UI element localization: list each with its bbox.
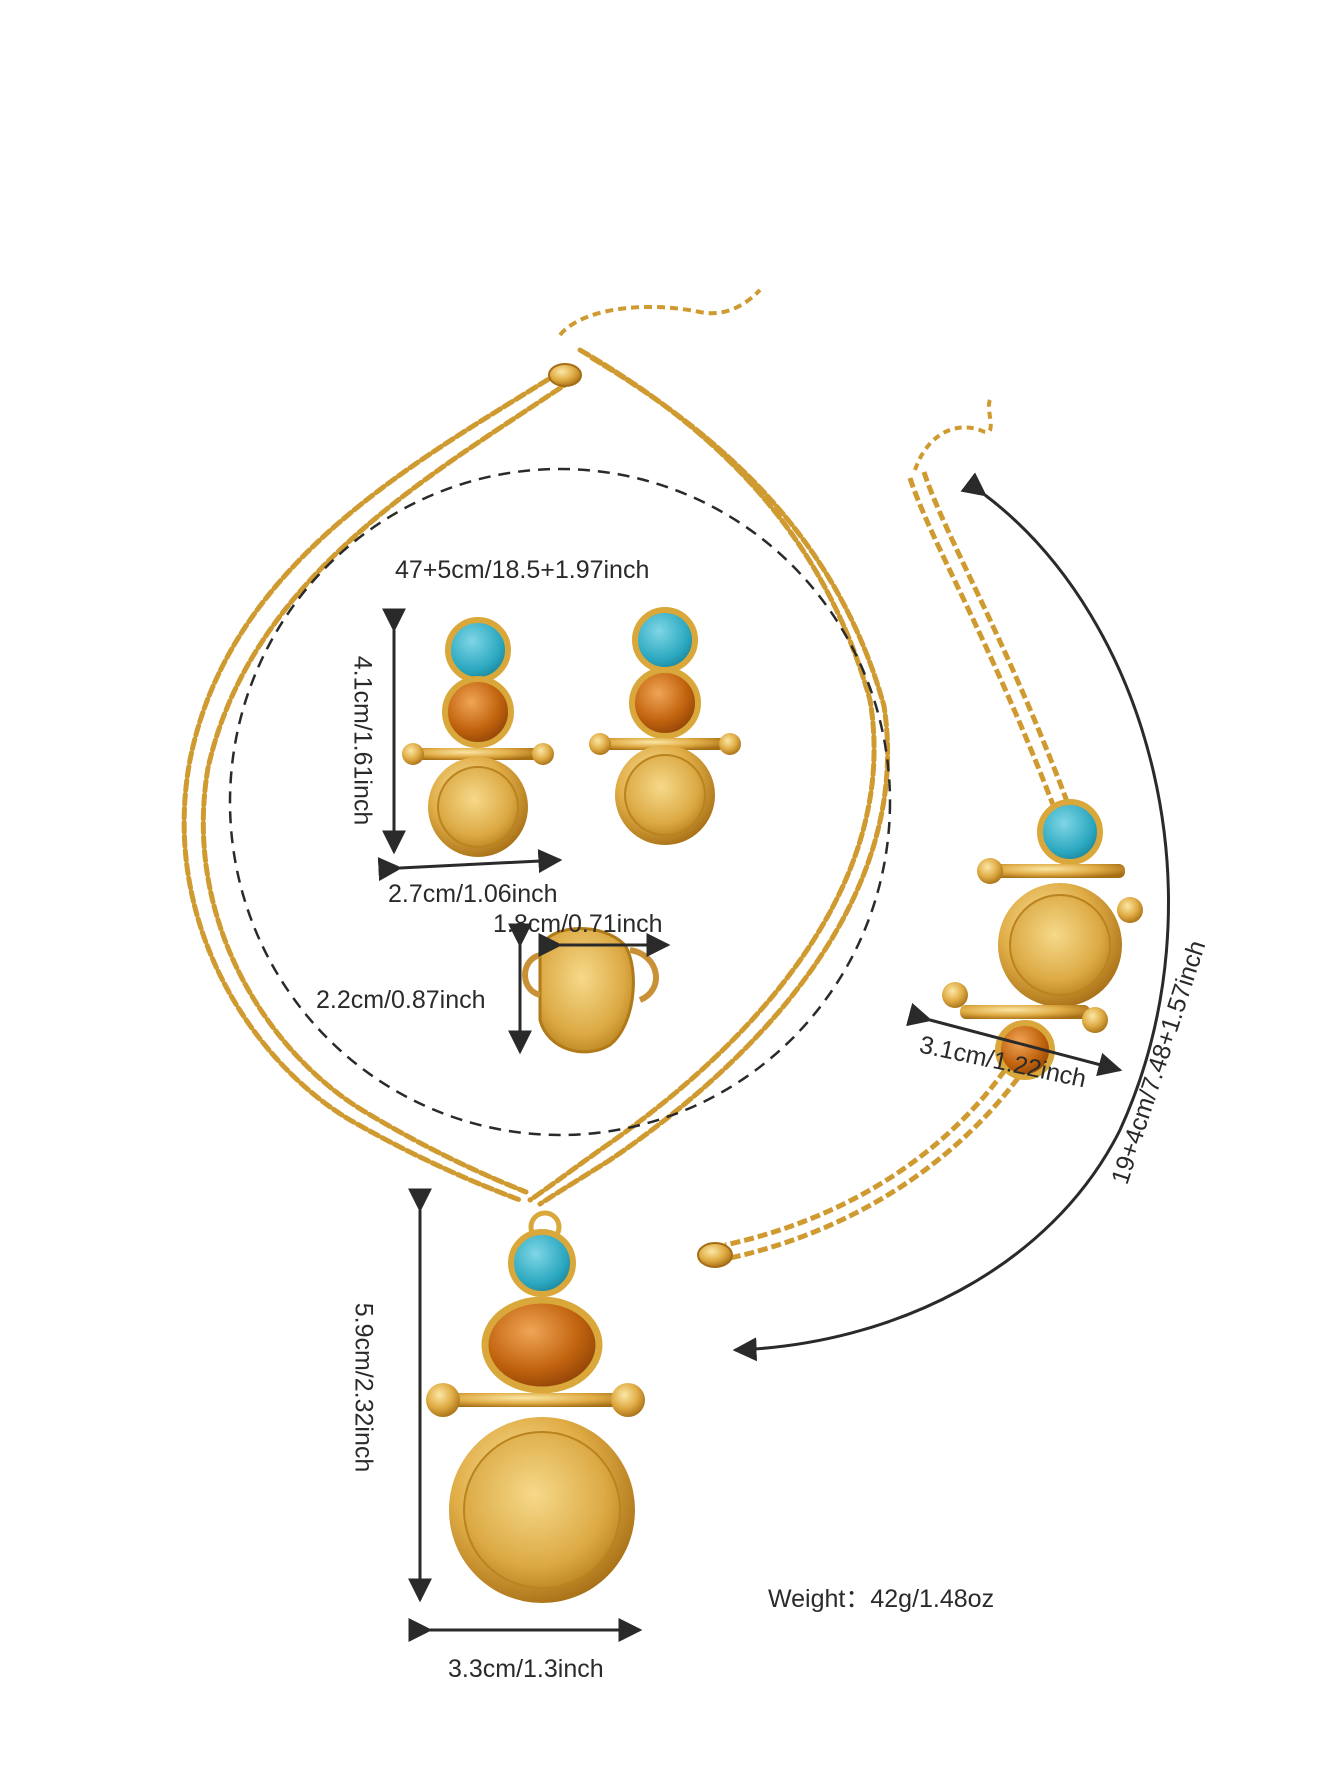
weight-label: Weight：42g/1.48oz: [768, 1585, 995, 1613]
necklace-clasp: [548, 363, 582, 387]
earring-right: [589, 607, 741, 845]
ring: [522, 927, 659, 1054]
bracelet-length-measure-arc: [732, 472, 1170, 1362]
earring-left: [402, 617, 554, 857]
ring-width-label: 1.8cm/0.71inch: [493, 910, 663, 938]
pendant-height-label: 5.9cm/2.32inch: [349, 1302, 378, 1473]
earring-height-label: 4.1cm/1.61inch: [348, 655, 377, 826]
earring-width-measure-line: [377, 849, 563, 882]
necklace-pendant: [426, 1210, 645, 1603]
pendant-width-label: 3.3cm/1.3inch: [448, 1655, 604, 1683]
necklace-chain: [181, 347, 891, 1207]
ring-height-label: 2.2cm/0.87inch: [316, 986, 486, 1014]
necklace-length-label: 47+5cm/18.5+1.97inch: [395, 556, 650, 584]
necklace-extender-chain: [558, 288, 762, 337]
earring-width-label: 2.7cm/1.06inch: [388, 880, 558, 908]
bracelet: [697, 399, 1143, 1268]
